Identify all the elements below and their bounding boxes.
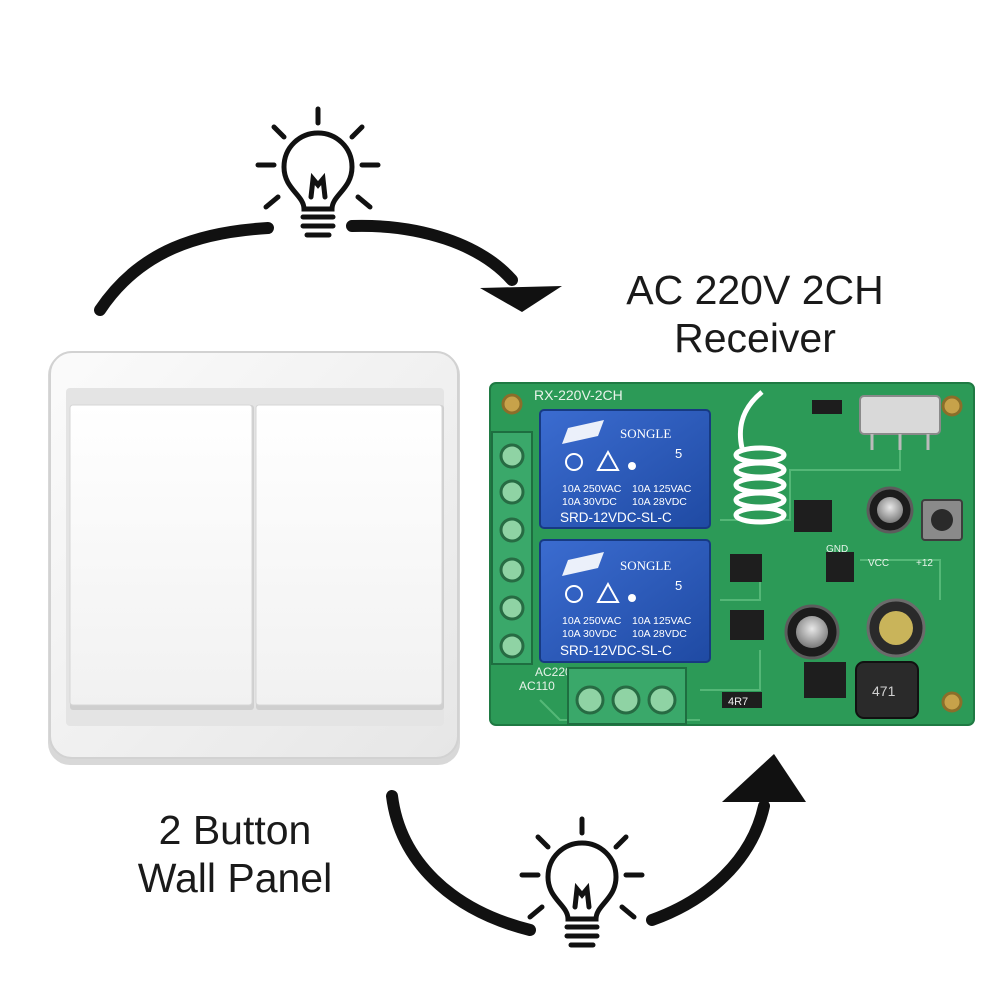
svg-text:10A 30VDC: 10A 30VDC [562, 628, 617, 640]
receiver-title-line2: Receiver [674, 315, 836, 361]
receiver-title-line1: AC 220V 2CH [626, 267, 884, 313]
learn-push-button [921, 499, 963, 541]
svg-text:10A 125VAC: 10A 125VAC [632, 615, 692, 627]
svg-text:5: 5 [675, 446, 682, 461]
receiver-board: RX-220V-2CH SONGLE 5 10A 250VAC 10A 125V… [489, 382, 975, 726]
power-terminal-block [567, 667, 687, 725]
svg-text:AC220: AC220 [535, 665, 572, 679]
ic-chip [826, 552, 854, 582]
svg-text:GND: GND [826, 544, 848, 555]
svg-text:471: 471 [872, 683, 896, 699]
power-resistor: 4R7 [722, 692, 762, 708]
svg-text:+12: +12 [916, 558, 933, 569]
ic-chip [730, 554, 762, 582]
inductor: 471 [855, 661, 919, 719]
capacitor [784, 604, 840, 660]
svg-text:SONGLE: SONGLE [620, 558, 671, 573]
top-curved-arrow [94, 219, 562, 316]
svg-text:SRD-12VDC-SL-C: SRD-12VDC-SL-C [560, 643, 672, 658]
svg-text:10A 250VAC: 10A 250VAC [562, 483, 622, 495]
side-terminal-block [491, 431, 533, 665]
receiver-title: AC 220V 2CH Receiver [560, 266, 950, 362]
svg-text:5: 5 [675, 578, 682, 593]
capacitor [866, 598, 926, 658]
svg-text:10A 250VAC: 10A 250VAC [562, 615, 622, 627]
mounting-hole [941, 691, 963, 713]
rf-module [812, 395, 941, 450]
panel-title-line2: Wall Panel [137, 855, 333, 901]
svg-text:10A 28VDC: 10A 28VDC [632, 496, 687, 508]
svg-text:AC110: AC110 [519, 679, 555, 693]
light-bulb-icon [255, 106, 381, 238]
right-rocker-button [255, 404, 444, 710]
arrow-head-icon [722, 754, 806, 802]
relay-1: SONGLE 5 10A 250VAC 10A 125VAC 10A 30VDC… [539, 409, 711, 529]
board-label: RX-220V-2CH [534, 387, 623, 403]
ic-chip [730, 610, 764, 640]
svg-text:VCC: VCC [868, 558, 889, 569]
svg-text:10A 30VDC: 10A 30VDC [562, 496, 617, 508]
coil-antenna [733, 390, 787, 525]
svg-text:SRD-12VDC-SL-C: SRD-12VDC-SL-C [560, 510, 672, 525]
ic-chip [804, 662, 846, 698]
light-bulb-icon [519, 816, 645, 948]
bottom-curved-arrow [386, 754, 806, 936]
svg-text:10A 28VDC: 10A 28VDC [632, 628, 687, 640]
svg-text:10A 125VAC: 10A 125VAC [632, 483, 692, 495]
wall-panel [48, 351, 460, 765]
mounting-hole [501, 393, 523, 415]
capacitor [866, 486, 914, 534]
panel-title-line1: 2 Button [158, 807, 312, 853]
svg-text:4R7: 4R7 [728, 696, 748, 708]
arrow-head-icon [480, 286, 562, 312]
mounting-hole [941, 395, 963, 417]
ic-chip [794, 500, 832, 532]
relay-2: SONGLE 5 10A 250VAC 10A 125VAC 10A 30VDC… [539, 539, 711, 663]
panel-title: 2 Button Wall Panel [90, 806, 380, 902]
svg-text:SONGLE: SONGLE [620, 426, 671, 441]
left-rocker-button [69, 404, 254, 710]
